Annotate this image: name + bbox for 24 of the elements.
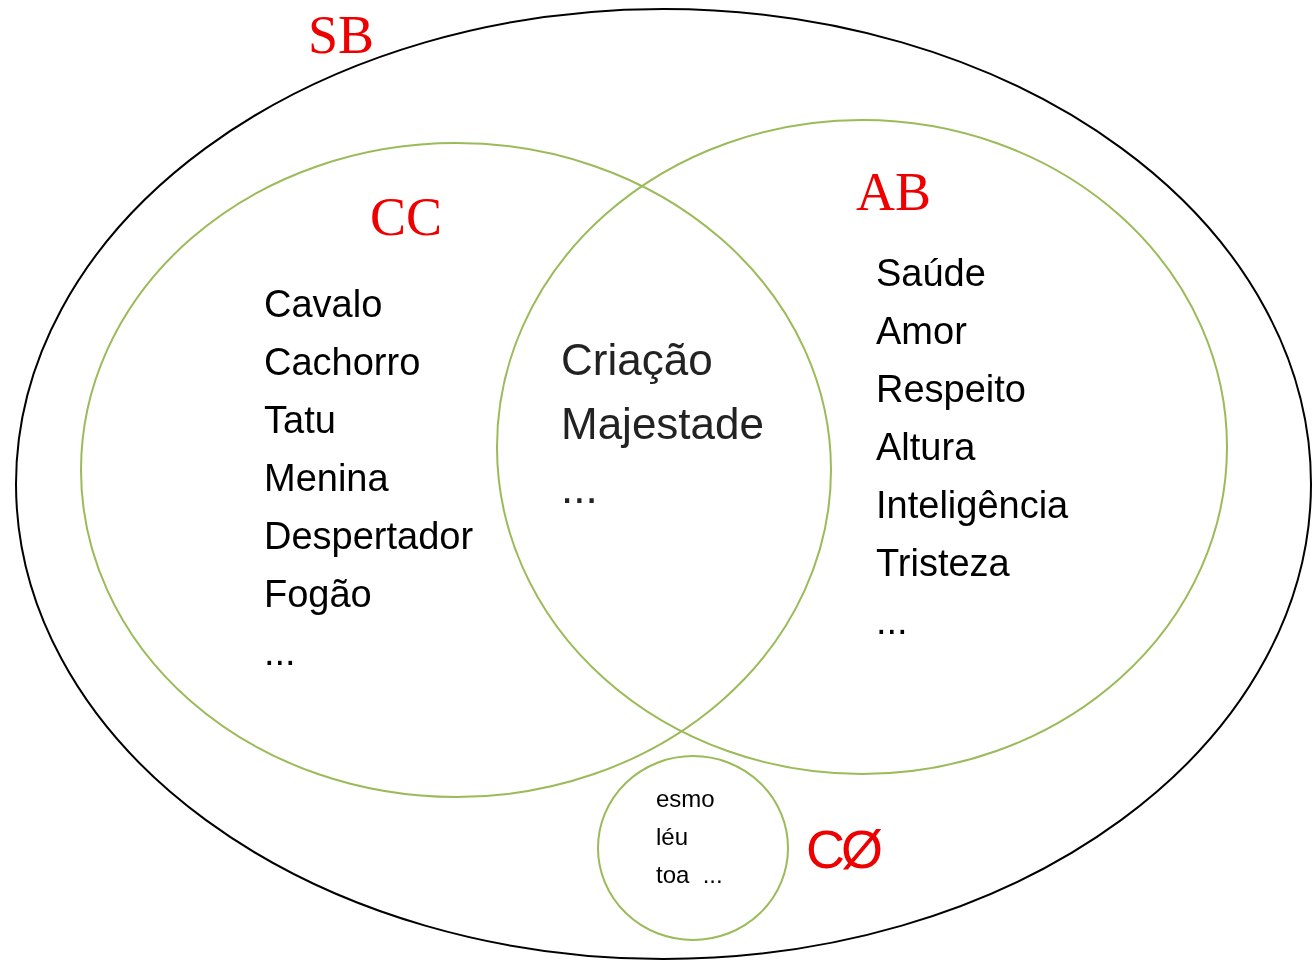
set-label: AB: [856, 165, 931, 219]
list-item: Tristeza: [876, 544, 1010, 582]
list-item: ...: [876, 602, 908, 640]
list-item: Cachorro: [264, 343, 421, 381]
list-item: léu: [656, 825, 689, 849]
list-item: Criação: [561, 338, 713, 382]
set-label: CC: [370, 190, 443, 244]
list-item: ...: [264, 633, 296, 671]
list-item: Despertador: [264, 517, 474, 555]
set-label: SB: [308, 8, 375, 62]
list-item: Fogão: [264, 575, 372, 613]
set-label: CØ: [806, 822, 879, 876]
list-item: Saúde: [876, 254, 986, 292]
list-item: Menina: [264, 459, 389, 497]
list-item: Amor: [876, 312, 967, 350]
list-item: Cavalo: [264, 285, 383, 323]
list-item: Majestade: [561, 402, 764, 446]
list-item: Altura: [876, 428, 976, 466]
list-item: Respeito: [876, 370, 1026, 408]
list-item: esmo: [656, 787, 715, 811]
list-item: Inteligência: [876, 486, 1069, 524]
list-item: toa ...: [656, 863, 723, 887]
list-item: Tatu: [264, 401, 336, 439]
list-item: ...: [561, 466, 598, 510]
